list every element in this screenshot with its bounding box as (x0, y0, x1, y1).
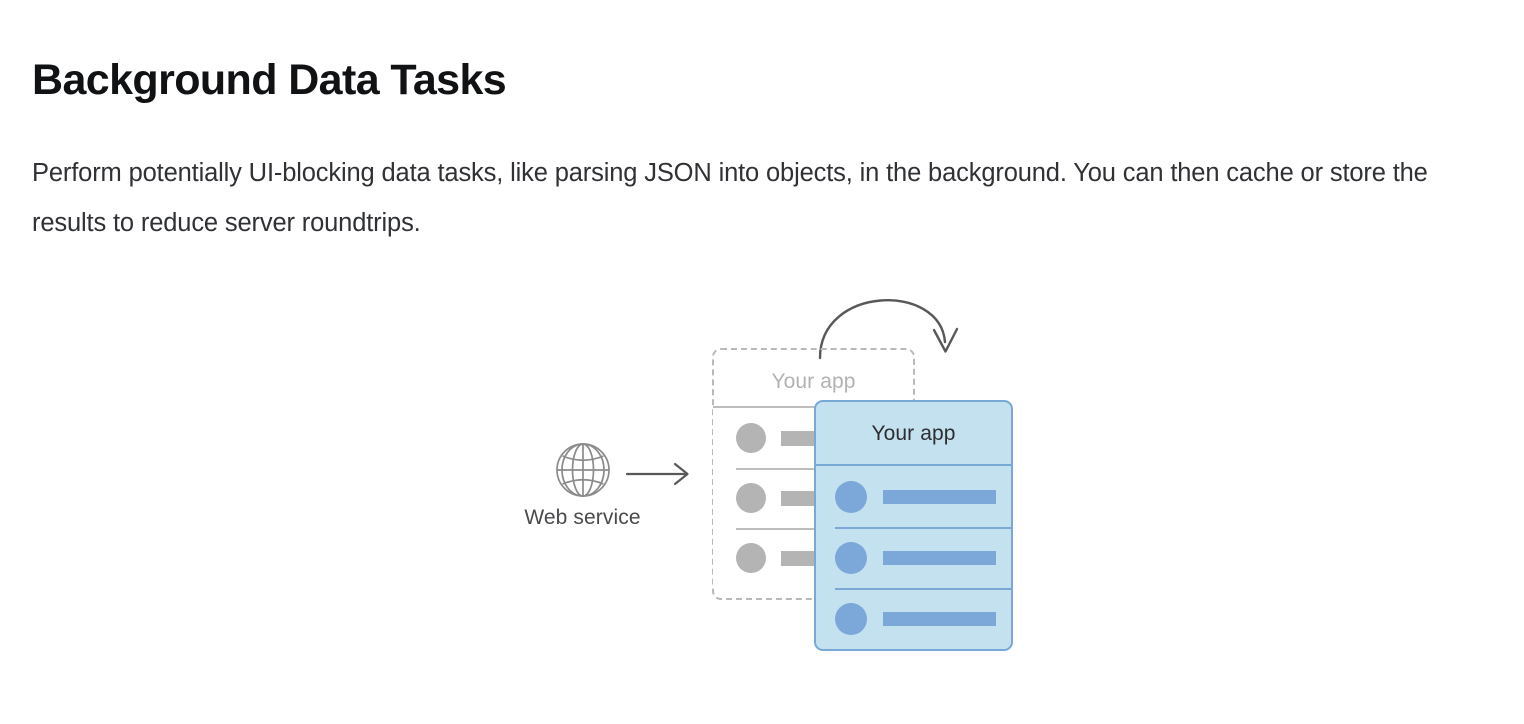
blue-app-card-title: Your app (816, 402, 1011, 466)
right-arrow-icon (625, 462, 689, 486)
avatar-placeholder-icon (835, 480, 867, 513)
app-dashed-container-label: Your app (771, 370, 856, 393)
avatar-placeholder-icon (736, 543, 766, 573)
avatar-placeholder-icon (736, 423, 766, 453)
blue-list (816, 466, 1011, 649)
avatar-placeholder-icon (835, 541, 867, 574)
avatar-placeholder-icon (736, 483, 766, 513)
web-service-node: Web service (505, 440, 660, 530)
web-service-label: Web service (524, 506, 641, 529)
avatar-placeholder-icon (835, 602, 867, 635)
blue-app-card: Your app (814, 400, 1013, 651)
blue-list-row (816, 588, 1011, 649)
text-placeholder-bar (883, 611, 996, 626)
blue-list-row (816, 466, 1011, 527)
globe-icon (555, 443, 610, 497)
page-description: Perform potentially UI-blocking data tas… (32, 158, 1428, 237)
curved-return-arrow-icon (818, 299, 959, 360)
text-placeholder-bar (883, 550, 996, 565)
page-title: Background Data Tasks (32, 55, 507, 104)
blue-list-row (816, 527, 1011, 588)
text-placeholder-bar (883, 489, 996, 504)
